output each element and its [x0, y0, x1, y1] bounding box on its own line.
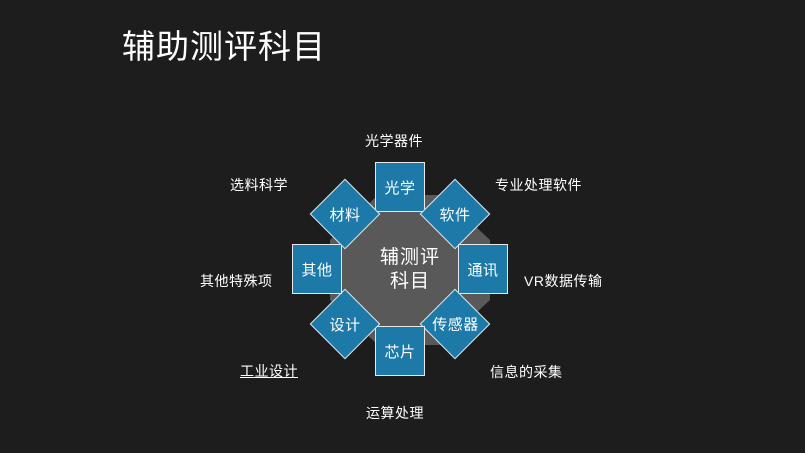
node-chip-label: 芯片 [384, 343, 416, 361]
node-other-label: 其他 [301, 261, 333, 279]
caption-design: 工业设计 [240, 363, 298, 379]
node-optics-label: 光学 [384, 179, 416, 197]
octagon-radial-diagram: 辅测评 科目 光学 软件 通讯 传感器 芯片 设计 其他 材料 光学器件 专业处… [180, 110, 640, 430]
caption-material: 选料科学 [230, 177, 288, 193]
node-sensor-label: 传感器 [431, 316, 479, 334]
node-chip[interactable]: 芯片 [375, 326, 425, 376]
caption-optics: 光学器件 [365, 133, 423, 149]
node-other[interactable]: 其他 [292, 244, 342, 294]
node-material-label: 材料 [329, 206, 361, 224]
node-software-label: 软件 [439, 206, 471, 224]
node-communication[interactable]: 通讯 [458, 244, 508, 294]
caption-chip: 运算处理 [366, 405, 424, 421]
diagram-center-label: 辅测评 科目 [379, 246, 440, 292]
node-communication-label: 通讯 [467, 261, 499, 279]
node-design-label: 设计 [329, 316, 361, 334]
caption-software: 专业处理软件 [495, 177, 582, 193]
caption-sensor: 信息的采集 [490, 364, 563, 380]
caption-communication: VR数据传输 [524, 273, 603, 289]
node-optics[interactable]: 光学 [375, 162, 425, 212]
caption-other: 其他特殊项 [200, 273, 273, 289]
page-title: 辅助测评科目 [122, 28, 326, 65]
